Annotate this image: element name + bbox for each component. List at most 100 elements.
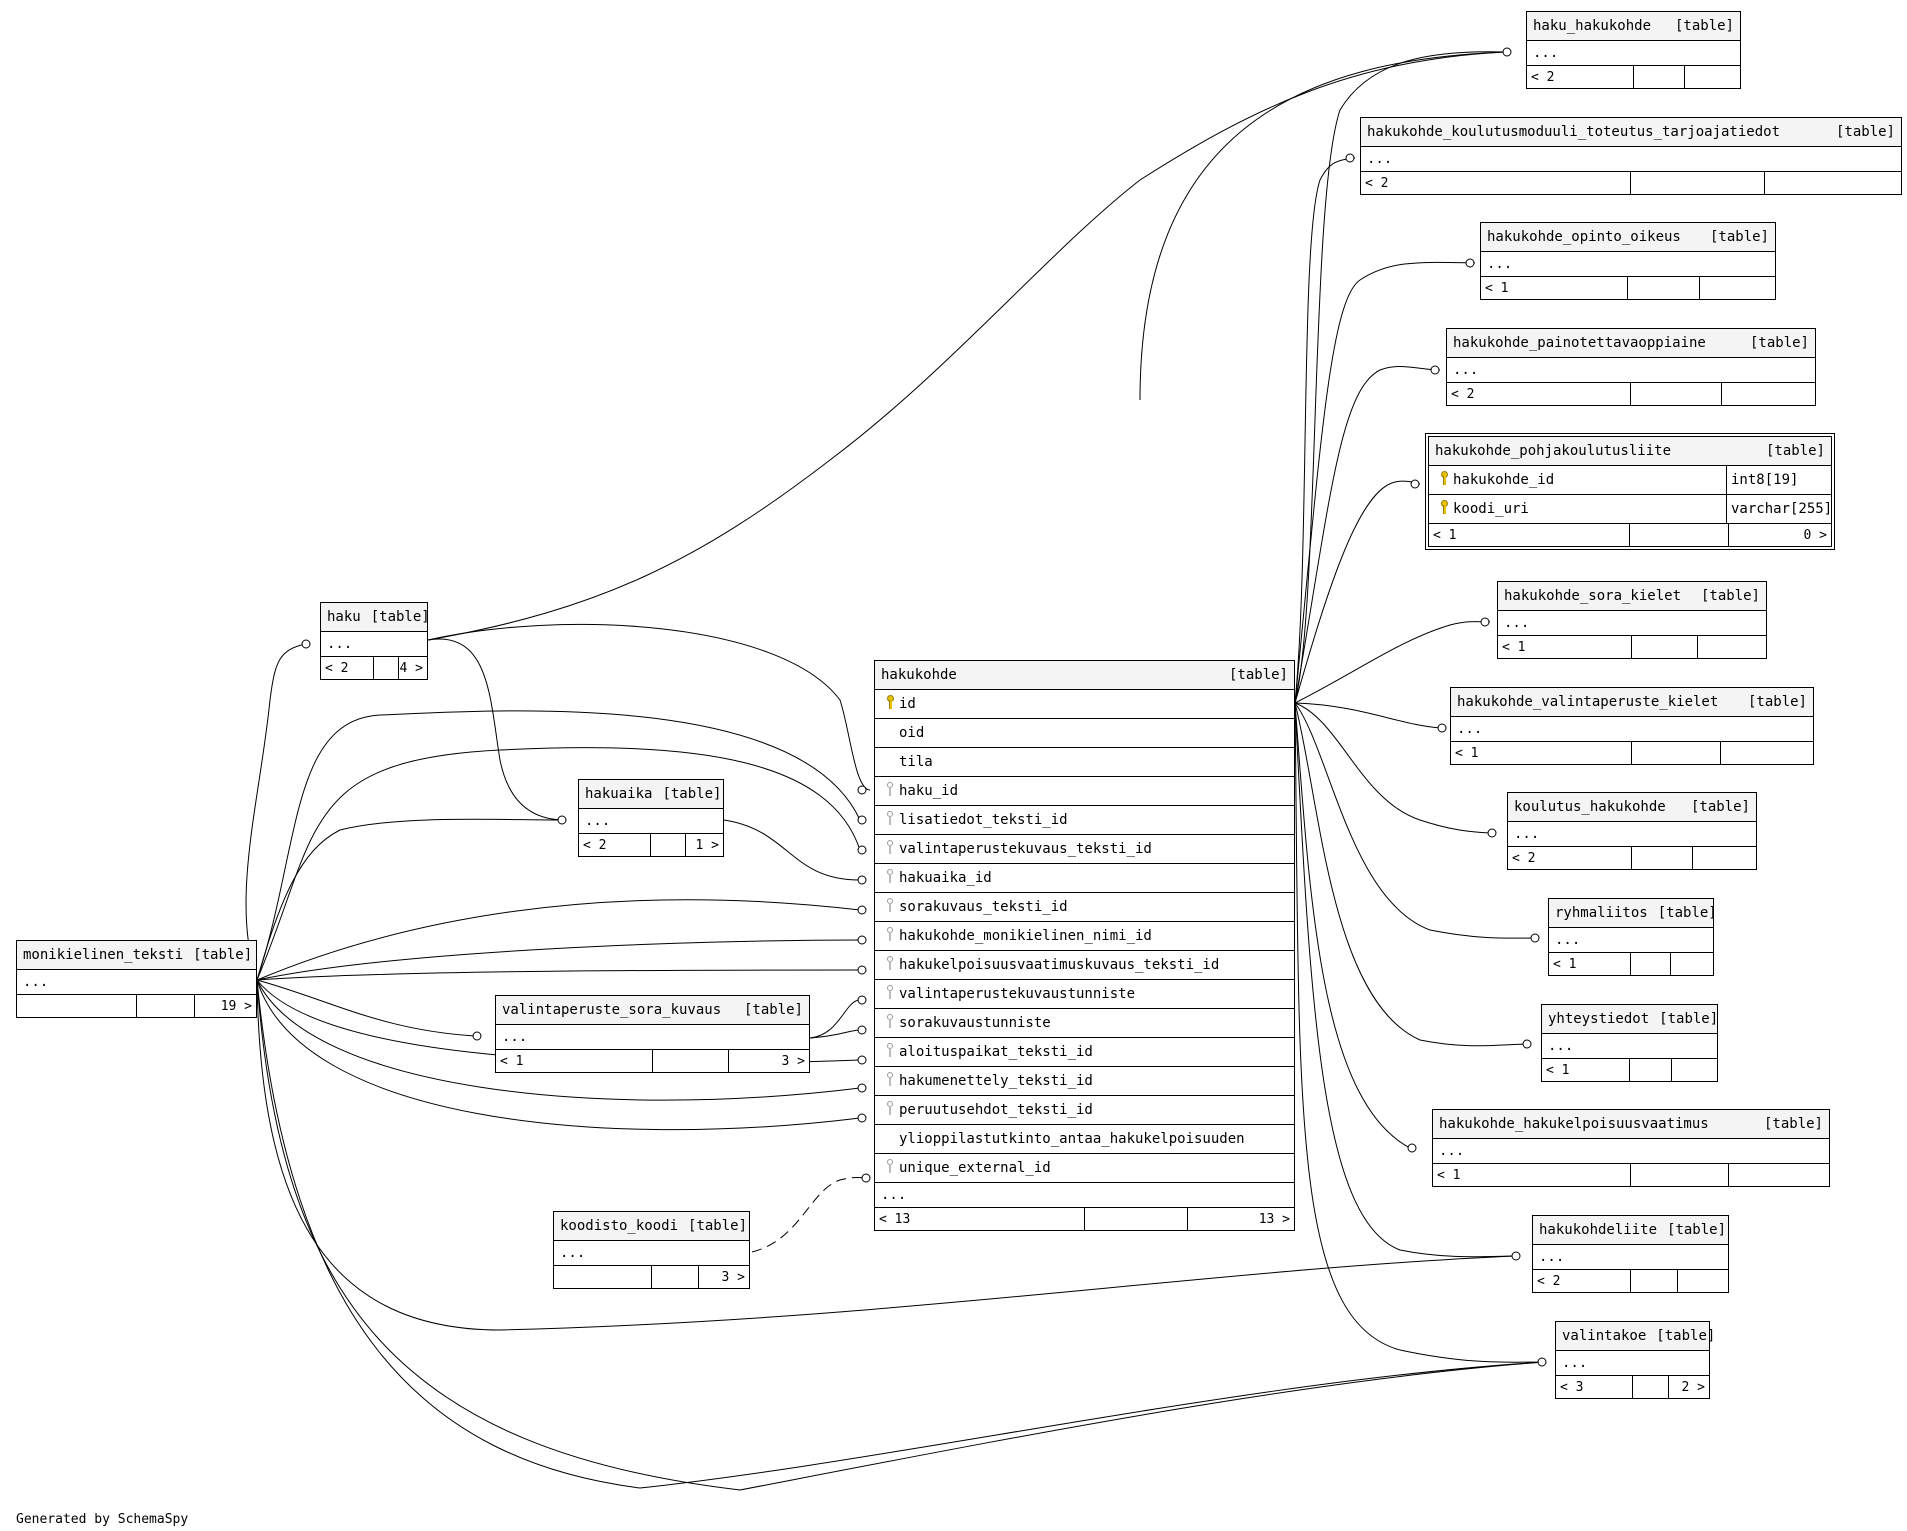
footer-children[interactable]: [1685, 66, 1740, 88]
columns-ellipsis: ...: [1533, 1245, 1728, 1270]
footer-parents[interactable]: < 2: [321, 657, 374, 679]
footer-parents[interactable]: < 1: [1549, 953, 1631, 975]
table-tag: [table]: [688, 1218, 748, 1234]
footer-parents[interactable]: < 2: [579, 834, 651, 856]
footer-parents[interactable]: < 2: [1447, 383, 1631, 405]
column-row-aloituspaikat_teksti_id[interactable]: aloituspaikat_teksti_id: [875, 1038, 1294, 1067]
footer-parents[interactable]: < 2: [1527, 66, 1634, 88]
footer-rows: [1631, 953, 1671, 975]
column-row-ylioppilastutkinto_antaa_hakukelpoisuuden[interactable]: ylioppilastutkinto_antaa_hakukelpoisuude…: [875, 1125, 1294, 1154]
table-hakukohde_valintaperuste_kielet[interactable]: hakukohde_valintaperuste_kielet[table] .…: [1450, 687, 1814, 765]
table-header: hakukohde[table]: [875, 661, 1294, 690]
footer-parents[interactable]: < 2: [1361, 172, 1631, 194]
column-row-hakukohde_id[interactable]: hakukohde_id int8[19]: [1429, 466, 1831, 495]
column-row-id[interactable]: id: [875, 690, 1294, 719]
table-yhteystiedot[interactable]: yhteystiedot[table] ... < 1: [1541, 1004, 1718, 1082]
column-row-valintaperustekuvaus_teksti_id[interactable]: valintaperustekuvaus_teksti_id: [875, 835, 1294, 864]
column-row-hakumenettely_teksti_id[interactable]: hakumenettely_teksti_id: [875, 1067, 1294, 1096]
table-hakukohde_pohjakoulutusliite[interactable]: hakukohde_pohjakoulutusliite[table] haku…: [1425, 433, 1835, 550]
table-koodisto_koodi[interactable]: koodisto_koodi[table] ... 3 >: [553, 1211, 750, 1289]
columns-ellipsis: ...: [554, 1241, 749, 1266]
footer-children[interactable]: [1765, 172, 1902, 194]
foreign-key-icon: [881, 1101, 899, 1119]
column-row-tila[interactable]: tila: [875, 748, 1294, 777]
table-hakukohde_koulutusmoduuli_toteutus_tarjoajatiedot[interactable]: hakukohde_koulutusmoduuli_toteutus_tarjo…: [1360, 117, 1902, 195]
footer-children[interactable]: 13 >: [1258, 1211, 1290, 1227]
column-row-peruutusehdot_teksti_id[interactable]: peruutusehdot_teksti_id: [875, 1096, 1294, 1125]
footer-parents[interactable]: < 1: [496, 1050, 653, 1072]
footer-parents[interactable]: < 1: [1481, 277, 1628, 299]
footer-children[interactable]: [1700, 277, 1775, 299]
footer-children[interactable]: 2 >: [1681, 1379, 1705, 1395]
column-row-hakukelpoisuusvaatimuskuvaus_teksti_id[interactable]: hakukelpoisuusvaatimuskuvaus_teksti_id: [875, 951, 1294, 980]
table-footer: 3 >: [554, 1266, 749, 1288]
footer-parents[interactable]: < 2: [1508, 847, 1632, 869]
table-footer: 19 >: [17, 995, 256, 1017]
column-row-lisatiedot_teksti_id[interactable]: lisatiedot_teksti_id: [875, 806, 1294, 835]
column-row-sorakuvaus_teksti_id[interactable]: sorakuvaus_teksti_id: [875, 893, 1294, 922]
footer-children[interactable]: [1722, 383, 1816, 405]
footer-rows: [653, 1050, 730, 1072]
footer-children[interactable]: [1693, 847, 1757, 869]
footer-children[interactable]: [1721, 742, 1813, 764]
column-row-unique_external_id[interactable]: unique_external_id: [875, 1154, 1294, 1183]
footer-children[interactable]: [1729, 1164, 1830, 1186]
column-row-hakuaika_id[interactable]: hakuaika_id: [875, 864, 1294, 893]
table-hakukohde_hakukelpoisuusvaatimus[interactable]: hakukohde_hakukelpoisuusvaatimus[table] …: [1432, 1109, 1830, 1187]
foreign-key-icon: [881, 782, 899, 800]
table-name: hakukohde: [881, 667, 957, 683]
footer-children[interactable]: 1 >: [695, 837, 719, 853]
footer-children[interactable]: 19 >: [220, 998, 252, 1014]
table-ryhmaliitos[interactable]: ryhmaliitos[table] ... < 1: [1548, 898, 1717, 976]
footer-parents[interactable]: [554, 1266, 652, 1288]
footer-children[interactable]: 3 >: [781, 1053, 805, 1069]
column-row-hakukohde_monikielinen_nimi_id[interactable]: hakukohde_monikielinen_nimi_id: [875, 922, 1294, 951]
table-name: hakukohdeliite: [1539, 1222, 1658, 1238]
table-footer: < 1: [1433, 1164, 1829, 1186]
footer-parents[interactable]: < 1: [1498, 636, 1632, 658]
table-header: hakukohdeliite[table]: [1533, 1216, 1728, 1245]
edge-hakukohde-sora_kielet: [1294, 621, 1491, 704]
footer-parents[interactable]: [17, 995, 137, 1017]
footer-parents[interactable]: < 3: [1556, 1376, 1633, 1398]
column-row-valintaperustekuvaustunniste[interactable]: valintaperustekuvaustunniste: [875, 980, 1294, 1009]
column-row-oid[interactable]: oid: [875, 719, 1294, 748]
footer-children[interactable]: [1672, 1059, 1717, 1081]
footer-children[interactable]: [1671, 953, 1714, 975]
footer-children[interactable]: 3 >: [721, 1269, 745, 1285]
table-hakukohde_opinto_oikeus[interactable]: hakukohde_opinto_oikeus[table] ... < 1: [1480, 222, 1776, 300]
column-row-koodi_uri[interactable]: koodi_uri varchar[255]: [1429, 495, 1832, 524]
table-koulutus_hakukohde[interactable]: koulutus_hakukohde[table] ... < 2: [1507, 792, 1757, 870]
footer-children[interactable]: 4 >: [399, 660, 423, 676]
column-row-haku_id[interactable]: haku_id: [875, 777, 1294, 806]
footer-parents[interactable]: < 13: [875, 1208, 1085, 1230]
footer-parents[interactable]: < 1: [1433, 1164, 1631, 1186]
table-name: valintaperuste_sora_kuvaus: [502, 1002, 722, 1018]
table-monikielinen_teksti[interactable]: monikielinen_teksti[table] ... 19 >: [16, 940, 257, 1018]
table-haku_hakukohde[interactable]: haku_hakukohde[table] ... < 2: [1526, 11, 1741, 89]
edge-mt-peruutusehdot: [256, 979, 861, 1131]
foreign-key-icon: [881, 1072, 899, 1090]
footer-children[interactable]: [1678, 1270, 1728, 1292]
primary-key-icon: [1435, 500, 1453, 518]
table-valintaperuste_sora_kuvaus[interactable]: valintaperuste_sora_kuvaus[table] ... < …: [495, 995, 810, 1073]
table-hakukohde_painotettavaoppiaine[interactable]: hakukohde_painotettavaoppiaine[table] ..…: [1446, 328, 1816, 406]
footer-parents[interactable]: < 1: [1542, 1059, 1630, 1081]
table-tag: [table]: [1700, 588, 1760, 604]
edge-hakukohde-haku_hakukohde: [1294, 51, 1506, 704]
footer-parents[interactable]: < 2: [1533, 1270, 1631, 1292]
table-tag: [table]: [193, 947, 253, 963]
edge-mt-vsk: [256, 979, 476, 1037]
footer-parents[interactable]: < 1: [1429, 524, 1630, 546]
footer-children[interactable]: 0 >: [1803, 527, 1827, 543]
table-hakukohdeliite[interactable]: hakukohdeliite[table] ... < 2: [1532, 1215, 1729, 1293]
footer-children[interactable]: [1698, 636, 1767, 658]
column-row-sorakuvaustunniste[interactable]: sorakuvaustunniste: [875, 1009, 1294, 1038]
table-hakukohde_sora_kielet[interactable]: hakukohde_sora_kielet[table] ... < 1: [1497, 581, 1767, 659]
footer-parents[interactable]: < 1: [1451, 742, 1632, 764]
